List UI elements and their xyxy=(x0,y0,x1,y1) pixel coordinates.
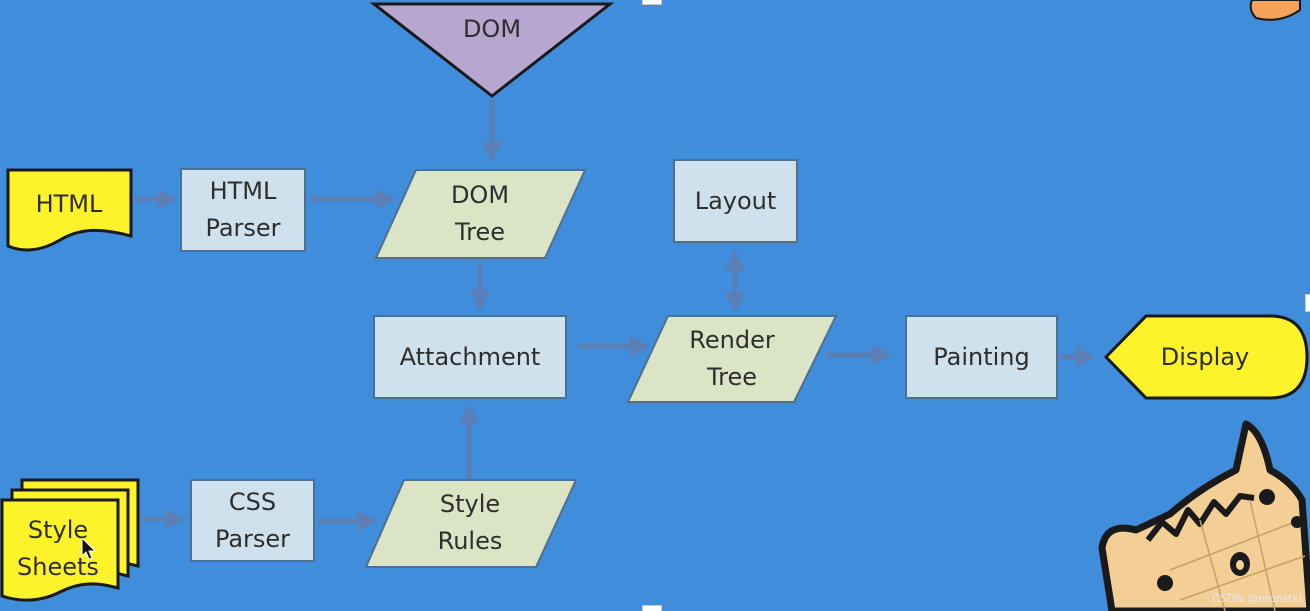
html-parser-box xyxy=(180,168,306,252)
dom-triangle xyxy=(369,2,615,98)
style-sheets-stack xyxy=(0,478,140,602)
attachment-box xyxy=(373,315,567,399)
render-tree-shape xyxy=(626,315,838,403)
dom-tree-shape xyxy=(374,169,587,259)
watermark: CSDN @monstkl xyxy=(1212,592,1302,605)
resize-handle-top[interactable] xyxy=(642,0,662,5)
resize-handle-right[interactable] xyxy=(1305,294,1310,312)
cat-mascot-icon xyxy=(1098,420,1310,611)
resize-handle-bottom[interactable] xyxy=(642,605,662,611)
style-rules-shape xyxy=(364,479,578,568)
corner-decoration-icon xyxy=(1249,0,1301,21)
arrows xyxy=(134,100,1096,531)
mouse-cursor-icon xyxy=(81,536,97,560)
layout-box xyxy=(673,159,798,243)
html-document xyxy=(6,168,133,252)
painting-box xyxy=(905,315,1058,399)
css-parser-box xyxy=(190,479,315,562)
display-shape xyxy=(1103,314,1309,400)
